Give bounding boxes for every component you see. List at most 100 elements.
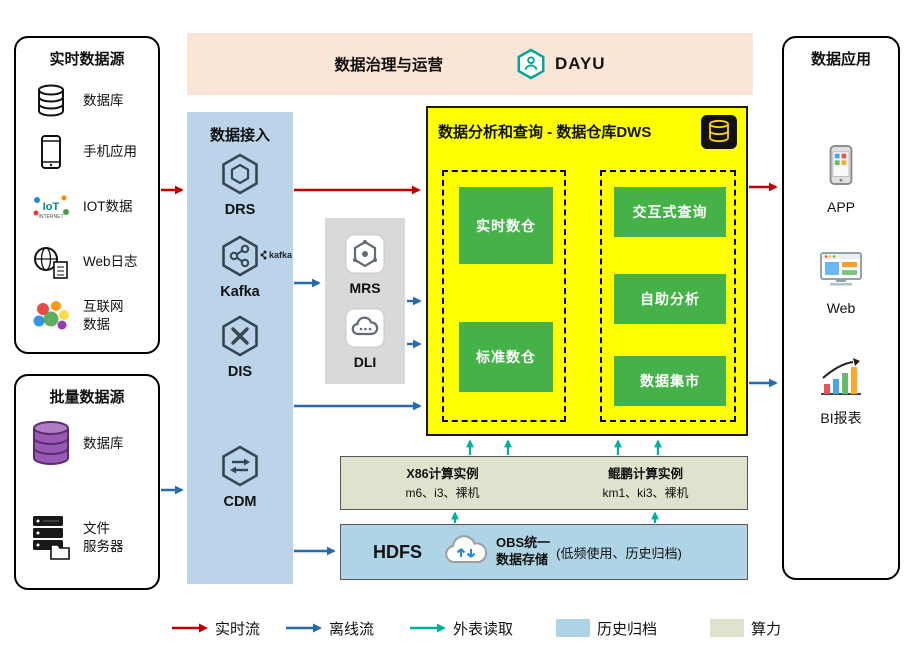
- kafka-badge-text: kafka: [268, 250, 292, 260]
- service-label: Kafka: [220, 284, 260, 300]
- service-dis: DIS: [187, 314, 293, 380]
- source-item-label: IOT数据: [83, 199, 133, 215]
- data-mart-box: 数据集市: [614, 356, 726, 406]
- legend-label: 历史归档: [597, 620, 658, 638]
- dws-analysis-panel: 数据分析和查询 - 数据仓库DWS 实时数仓 标准数仓 交互式查询 自助分析 数…: [426, 106, 748, 436]
- teal-arrow-icon: [410, 623, 446, 633]
- app-item-label: BI报表: [820, 410, 862, 426]
- legend-external-read: 外表读取: [410, 615, 513, 641]
- legend-offline-flow: 离线流: [286, 615, 374, 641]
- mrs-icon: [345, 234, 385, 274]
- dayu-hexagon-icon: [517, 48, 545, 80]
- kafka-logo-icon: [260, 250, 267, 260]
- x86-compute-cell: X86计算实例 m6、i3、裸机: [341, 457, 544, 509]
- cdm-icon: [222, 445, 258, 487]
- data-ingestion-panel: 数据接入 DRS kafka Kafka DIS CDM: [187, 112, 293, 584]
- self-service-analysis-box: 自助分析: [614, 274, 726, 324]
- service-mrs: MRS: [325, 234, 405, 296]
- obs-storage-note: (低频使用、历史归档): [556, 545, 682, 561]
- source-item-label: 互联网 数据: [83, 299, 124, 332]
- obs-storage-label: OBS统一 数据存储: [496, 535, 551, 567]
- realtime-warehouse-box: 实时数仓: [459, 187, 553, 264]
- governance-banner: 数据治理与运营 DAYU: [187, 33, 753, 95]
- app-item-web: Web: [784, 250, 898, 316]
- legend-realtime-flow: 实时流: [172, 615, 260, 641]
- service-label: MRS: [349, 280, 381, 296]
- source-item-web-log: Web日志: [28, 242, 154, 282]
- service-dli: DLI: [325, 308, 405, 370]
- file-server-icon: [28, 514, 74, 562]
- dws-warehouse-group: 实时数仓 标准数仓: [442, 170, 566, 422]
- source-item-label: 手机应用: [83, 144, 137, 160]
- app-phone-icon: [829, 145, 853, 185]
- bi-chart-icon: [821, 358, 861, 395]
- batch-sources-panel: 批量数据源 数据库 文件 服务器: [14, 374, 160, 590]
- dis-icon: [222, 315, 258, 357]
- storage-box: HDFS OBS统一 数据存储 (低频使用、历史归档): [340, 524, 748, 580]
- dws-database-icon: [700, 114, 738, 155]
- app-item-label: APP: [826, 199, 855, 215]
- source-item-label: Web日志: [83, 254, 138, 270]
- batch-sources-title: 批量数据源: [49, 389, 125, 406]
- dws-title: 数据分析和查询 - 数据仓库DWS: [438, 124, 652, 141]
- legend-compute: 算力: [710, 615, 781, 641]
- svg-text:IoT: IoT: [43, 201, 60, 213]
- compute-swatch: [710, 619, 744, 637]
- processing-panel: MRS DLI: [325, 218, 405, 384]
- x86-compute-title: X86计算实例: [406, 467, 479, 481]
- service-label: CDM: [223, 494, 257, 510]
- service-cdm: CDM: [187, 444, 293, 510]
- data-applications-title: 数据应用: [810, 51, 871, 68]
- source-item-label: 数据库: [83, 436, 124, 452]
- kafka-icon: [222, 235, 258, 277]
- service-label: DLI: [353, 354, 377, 370]
- compute-instances-box: X86计算实例 m6、i3、裸机 鲲鹏计算实例 km1、ki3、裸机: [340, 456, 748, 510]
- archive-swatch: [556, 619, 590, 637]
- kafka-badge: kafka: [260, 250, 292, 260]
- legend-archive: 历史归档: [556, 615, 657, 641]
- dws-query-group: 交互式查询 自助分析 数据集市: [600, 170, 736, 422]
- legend-label: 离线流: [329, 620, 375, 638]
- drs-icon: [222, 153, 258, 195]
- web-browser-icon: [820, 252, 862, 286]
- service-label: DIS: [227, 364, 253, 380]
- interactive-query-box: 交互式查询: [614, 187, 726, 237]
- dayu-logo-text: DAYU: [554, 54, 606, 73]
- source-item-internet-data: 互联网 数据: [28, 296, 154, 336]
- app-item-bi-report: BI报表: [784, 356, 898, 428]
- service-kafka: kafka Kafka: [187, 234, 293, 300]
- source-item-label: 数据库: [83, 93, 124, 109]
- dli-icon: [345, 308, 385, 348]
- kunpeng-compute-spec: km1、ki3、裸机: [602, 485, 689, 500]
- service-drs: DRS: [187, 152, 293, 218]
- legend-label: 实时流: [215, 620, 261, 638]
- kunpeng-compute-title: 鲲鹏计算实例: [607, 467, 683, 481]
- source-item-label: 文件 服务器: [83, 521, 124, 554]
- kunpeng-compute-cell: 鲲鹏计算实例 km1、ki3、裸机: [544, 457, 747, 509]
- data-applications-panel: 数据应用 APP Web BI报表: [782, 36, 900, 580]
- standard-warehouse-box: 标准数仓: [459, 322, 553, 392]
- governance-title: 数据治理与运营: [334, 57, 443, 74]
- app-item-app: APP: [784, 143, 898, 215]
- obs-cloud-icon: [442, 532, 492, 573]
- source-item-file-server: 文件 服务器: [28, 512, 154, 564]
- globe-document-icon: [28, 244, 74, 280]
- red-arrow-icon: [172, 623, 208, 633]
- internet-data-icon: [28, 299, 74, 333]
- source-item-database-batch: 数据库: [28, 418, 154, 470]
- legend-label: 外表读取: [453, 620, 514, 638]
- database-icon: [28, 83, 74, 119]
- hdfs-label: HDFS: [373, 541, 422, 562]
- purple-database-icon: [28, 419, 74, 469]
- realtime-sources-title: 实时数据源: [49, 51, 125, 68]
- legend-label: 算力: [751, 620, 782, 638]
- blue-arrow-icon: [286, 623, 322, 633]
- source-item-database: 数据库: [28, 81, 154, 121]
- service-label: DRS: [224, 202, 256, 218]
- data-ingestion-title: 数据接入: [209, 127, 270, 144]
- dayu-logo: DAYU: [515, 46, 606, 82]
